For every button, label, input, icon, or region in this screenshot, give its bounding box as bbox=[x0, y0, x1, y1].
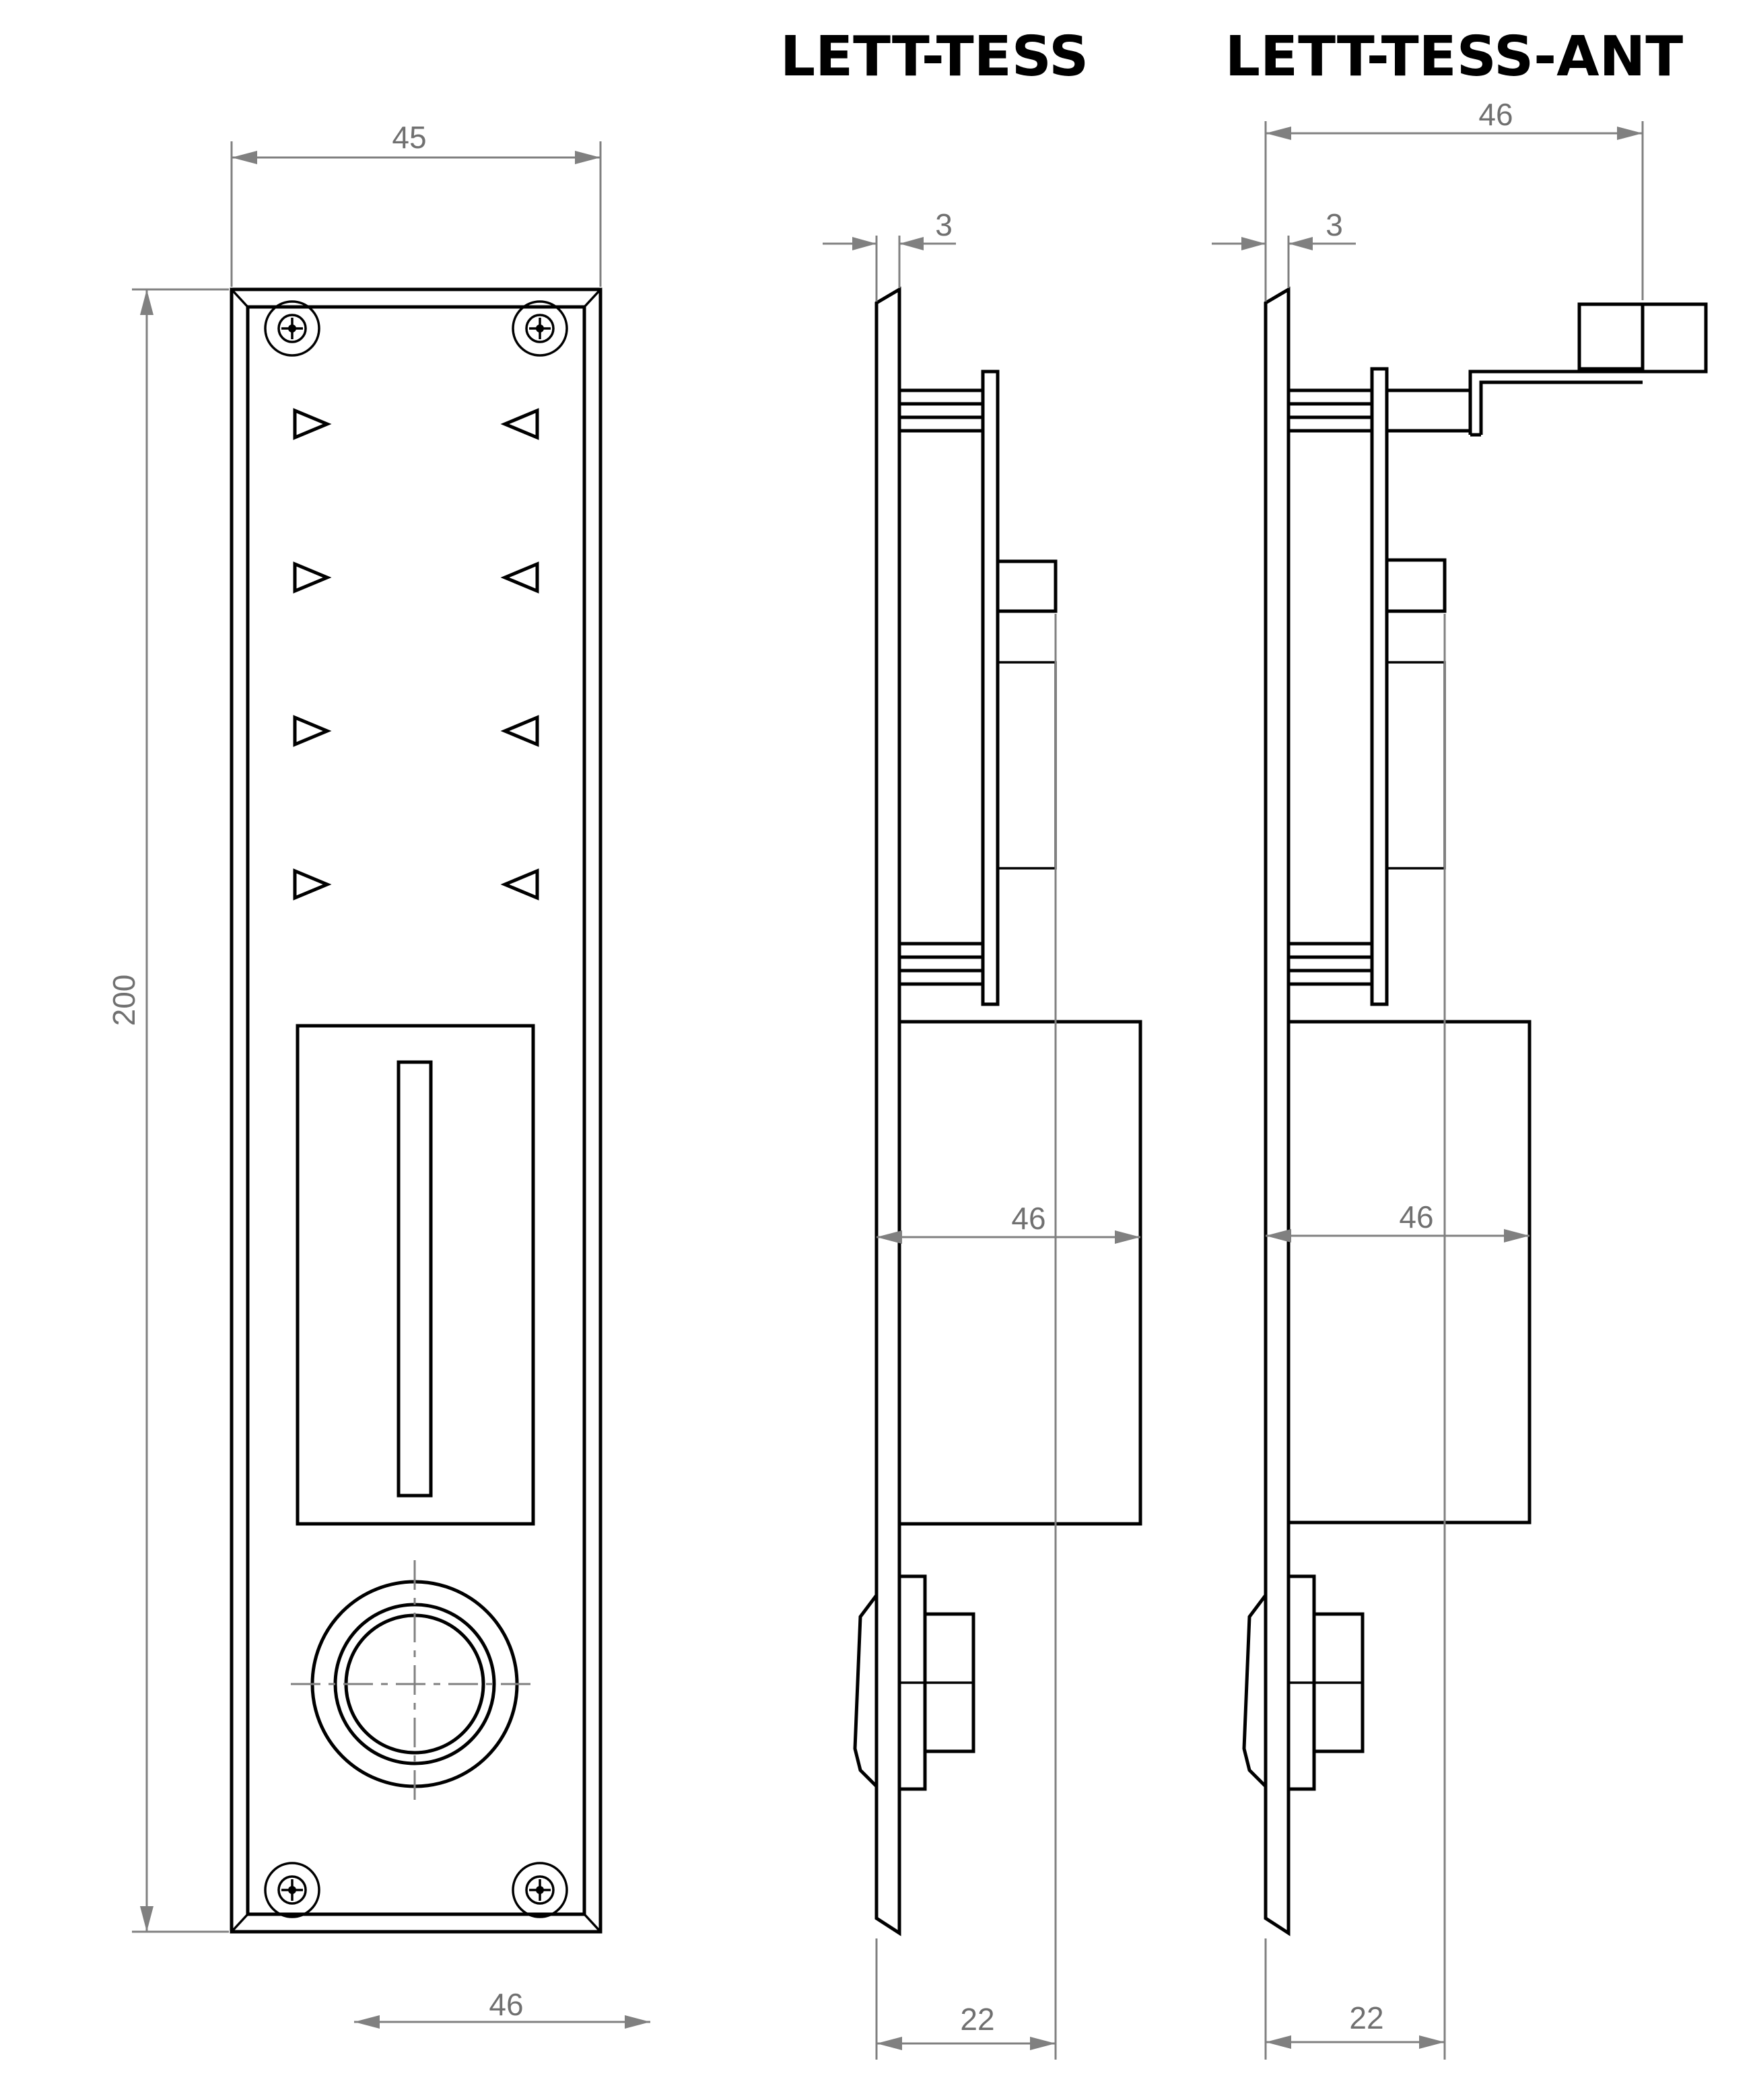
triangle-left-icon bbox=[500, 715, 539, 747]
title-lett-tess-ant: LETT-TESS-ANT bbox=[1225, 25, 1683, 89]
triangle-left-icon bbox=[500, 561, 539, 594]
dim-depth-22: 22 bbox=[960, 2002, 994, 2037]
pcb-board bbox=[981, 370, 1000, 1006]
dim-height-200: 200 bbox=[106, 975, 141, 1026]
screw-top-left bbox=[264, 300, 320, 357]
dim-thickness-3: 3 bbox=[935, 207, 953, 242]
front-plate-outline bbox=[230, 287, 603, 1934]
triangle-markers bbox=[293, 408, 539, 901]
screw-bottom-right bbox=[512, 1862, 568, 1918]
triangle-right-icon bbox=[293, 868, 332, 901]
triangle-right-icon bbox=[293, 715, 332, 747]
triangle-right-icon bbox=[293, 408, 332, 440]
reader-box bbox=[1286, 1020, 1532, 1525]
screw-top-right bbox=[512, 300, 568, 357]
front-dimensions: 45 200 46 bbox=[106, 120, 650, 2029]
side-plate bbox=[874, 286, 901, 1936]
side-view-lett-tess: 3 46 22 bbox=[823, 207, 1142, 2060]
connector bbox=[1385, 558, 1447, 613]
card-slot-opening bbox=[397, 1060, 433, 1498]
dim-depth-22: 22 bbox=[1349, 2000, 1383, 2035]
dim-overall-46: 46 bbox=[1478, 97, 1513, 132]
side-plate bbox=[1264, 286, 1291, 1936]
component bbox=[996, 661, 1057, 870]
push-button bbox=[291, 1560, 539, 1808]
component bbox=[1385, 661, 1446, 870]
button-cap bbox=[1242, 1590, 1268, 1791]
triangle-left-icon bbox=[500, 868, 539, 901]
title-lett-tess: LETT-TESS bbox=[780, 25, 1089, 89]
card-slot-frame bbox=[296, 1024, 535, 1526]
button-cap bbox=[853, 1590, 879, 1791]
triangle-right-icon bbox=[293, 561, 332, 594]
dim-width-45: 45 bbox=[392, 120, 426, 155]
antenna-module bbox=[1577, 302, 1645, 374]
reader-box bbox=[897, 1020, 1142, 1526]
antenna-module bbox=[1641, 302, 1708, 374]
side-view-lett-tess-ant: 46 3 46 22 bbox=[1212, 97, 1708, 2060]
dim-thickness-3: 3 bbox=[1326, 207, 1343, 242]
triangle-left-icon bbox=[500, 408, 539, 440]
dim-depth-46: 46 bbox=[1011, 1201, 1045, 1236]
front-plate-bevel bbox=[246, 305, 586, 1916]
antenna-bracket bbox=[1387, 302, 1708, 437]
screw-bottom-left bbox=[264, 1862, 320, 1918]
front-view: 45 200 46 bbox=[106, 120, 650, 2029]
dim-width-46: 46 bbox=[489, 1987, 523, 2022]
pcb-board bbox=[1370, 367, 1389, 1006]
connector bbox=[996, 559, 1058, 613]
dim-depth-46: 46 bbox=[1399, 1199, 1433, 1234]
